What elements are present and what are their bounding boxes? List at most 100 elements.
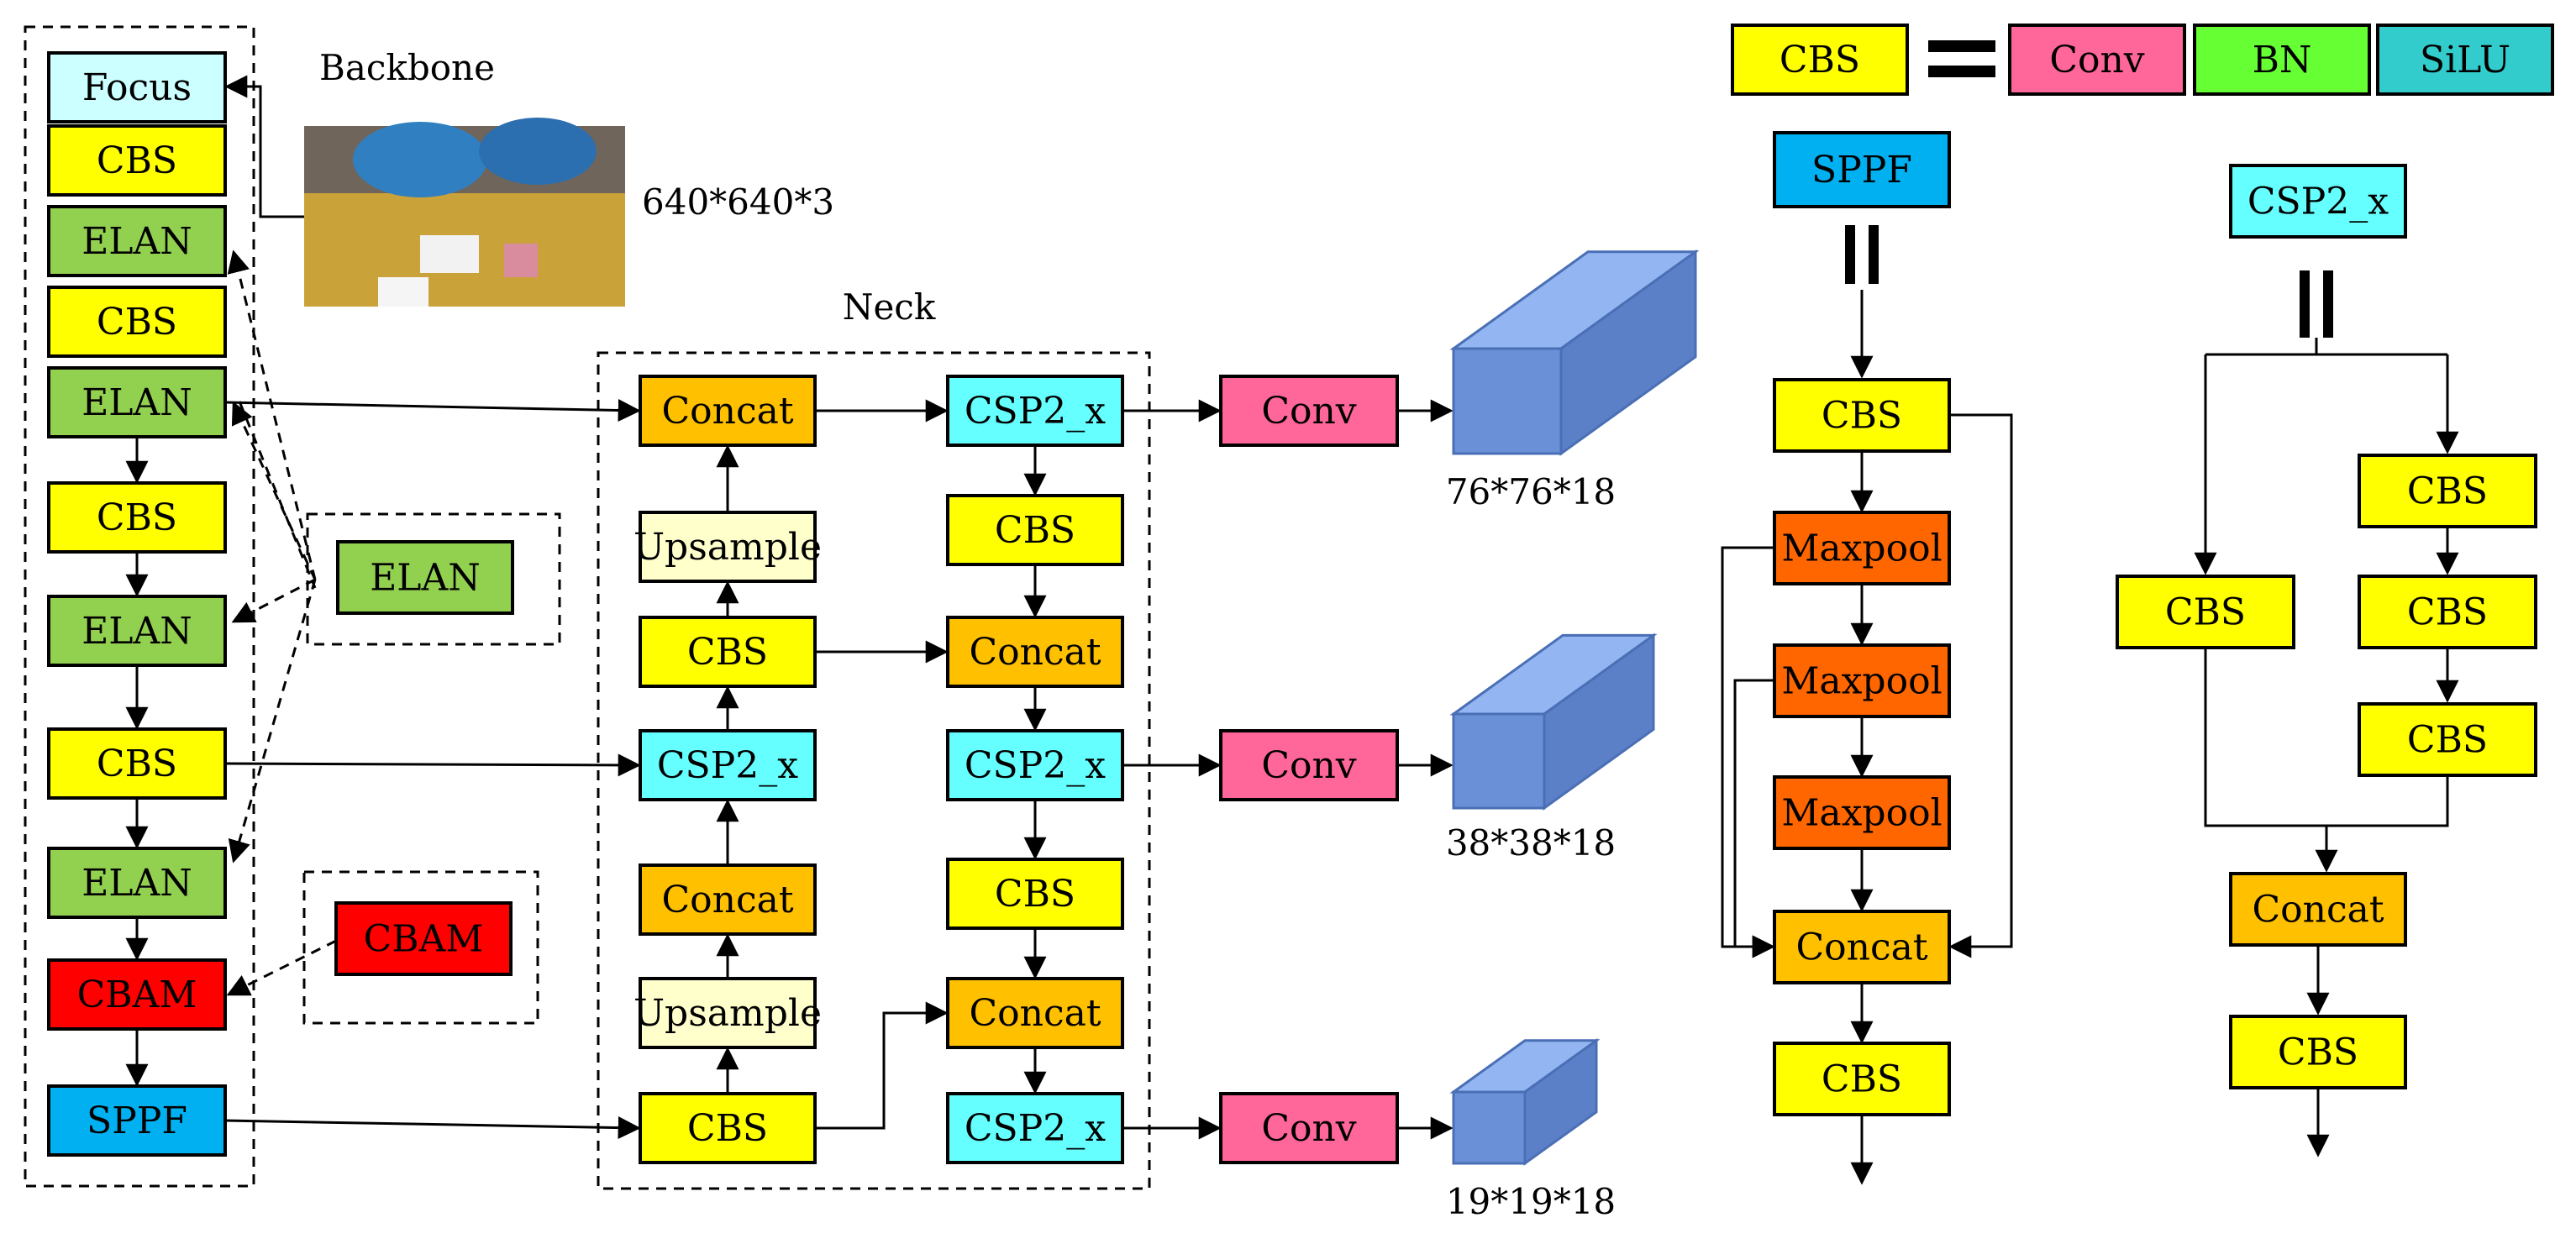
neck-link-arrow: [815, 1001, 949, 1130]
sppf-detail-title: SPPF: [1773, 131, 1951, 208]
svg-text:CBS: CBS: [1822, 1058, 1902, 1101]
input-to-focus-arrow: [224, 75, 304, 218]
svg-text:Upsample: Upsample: [633, 992, 822, 1035]
sppf-maxpool-link: [1721, 546, 1775, 958]
output-tensor-large: [1449, 249, 1700, 456]
neck-col1-upsample-5: Upsample: [633, 977, 822, 1049]
backbone-cbs-5: CBS: [47, 481, 227, 554]
svg-text:Upsample: Upsample: [633, 526, 822, 569]
definition-cbs-block: CBS: [1731, 24, 1909, 96]
csp-detail-title: CSP2_x: [2229, 164, 2407, 239]
svg-text:Concat: Concat: [969, 631, 1101, 674]
svg-text:CBS: CBS: [2407, 719, 2488, 762]
svg-text:Maxpool: Maxpool: [1781, 528, 1942, 570]
svg-text:SPPF: SPPF: [87, 1100, 187, 1142]
svg-text:SPPF: SPPF: [1811, 149, 1912, 192]
backbone-title: Backbone: [319, 47, 495, 88]
neck-col2-csp2-x-6: CSP2_x: [946, 1092, 1124, 1164]
svg-text:SiLU: SiLU: [2420, 39, 2510, 81]
sppf-maxpool-3: Maxpool: [1773, 775, 1951, 850]
backbone-cbs-3: CBS: [47, 286, 227, 358]
neck-col2-cbs-1: CBS: [946, 494, 1124, 566]
svg-text:Concat: Concat: [969, 992, 1101, 1035]
head-conv-2: Conv: [1219, 1092, 1399, 1164]
svg-text:CBS: CBS: [995, 873, 1075, 916]
sppf-equals-left: [1845, 225, 1855, 284]
backbone-cbs-1: CBS: [47, 124, 227, 197]
neck-col1-concat-4: Concat: [639, 863, 817, 936]
backbone-cbam-9: CBAM: [47, 958, 227, 1031]
definition-conv-block: Conv: [2008, 24, 2186, 96]
svg-text:ELAN: ELAN: [81, 381, 192, 424]
svg-text:CBAM: CBAM: [364, 918, 484, 961]
svg-text:CSP2_x: CSP2_x: [965, 390, 1106, 433]
input-image: [304, 118, 625, 307]
neck-col2-concat-2: Concat: [946, 616, 1124, 688]
svg-text:Conv: Conv: [1261, 390, 1356, 433]
elan-legend-pointer-3: [228, 579, 317, 863]
svg-text:CBS: CBS: [2407, 591, 2488, 634]
backbone-elan-6: ELAN: [47, 595, 227, 667]
svg-text:ELAN: ELAN: [81, 862, 192, 905]
equals-sign-bottom: [1928, 66, 1995, 77]
svg-text:Concat: Concat: [661, 879, 793, 921]
svg-text:ELAN: ELAN: [370, 557, 481, 600]
neck-col1-cbs-6: CBS: [639, 1092, 817, 1164]
backbone-elan-4: ELAN: [47, 366, 227, 438]
sppf-equals-right: [1869, 225, 1879, 284]
sppf-maxpool-1: Maxpool: [1773, 511, 1951, 585]
neck-col1-concat-0: Concat: [639, 375, 817, 447]
backbone-elan-2: ELAN: [47, 205, 227, 277]
neck-col2-csp2-x-3: CSP2_x: [946, 729, 1124, 801]
backbone-cbs-7: CBS: [47, 727, 227, 800]
backbone-elan-8: ELAN: [47, 847, 227, 919]
neck-col2-concat-5: Concat: [946, 977, 1124, 1049]
sppf-cbs-0: CBS: [1773, 378, 1951, 453]
sppf-cbs-5: CBS: [1773, 1042, 1951, 1116]
svg-text:CBS: CBS: [2278, 1031, 2358, 1074]
svg-text:Conv: Conv: [1261, 1107, 1356, 1150]
backbone-to-neck-arrow: [224, 399, 641, 423]
output-tensor-medium: [1449, 632, 1658, 811]
svg-text:CBS: CBS: [1780, 39, 1860, 81]
output-size-1: 38*38*18: [1446, 822, 1616, 863]
svg-text:CBS: CBS: [687, 1107, 768, 1150]
svg-text:CSP2_x: CSP2_x: [657, 744, 798, 787]
sppf-maxpool-2: Maxpool: [1773, 643, 1951, 718]
backbone-focus-0: Focus: [47, 51, 227, 123]
svg-text:Conv: Conv: [2049, 39, 2144, 81]
elan-legend-pointer-0: [227, 249, 317, 580]
csp-right-cbs-1: CBS: [2358, 575, 2537, 649]
svg-text:CSP2_x: CSP2_x: [965, 744, 1106, 787]
elan-legend-pointer-4: [238, 401, 317, 589]
svg-text:Conv: Conv: [1261, 744, 1356, 787]
sppf-concat-4: Concat: [1773, 910, 1951, 984]
svg-text:CBS: CBS: [2407, 470, 2488, 513]
backbone-sppf-10: SPPF: [47, 1084, 227, 1157]
input-size-label: 640*640*3: [642, 181, 834, 223]
output-size-2: 19*19*18: [1446, 1181, 1616, 1222]
svg-text:CBS: CBS: [1822, 395, 1902, 438]
svg-text:Concat: Concat: [2252, 889, 2384, 932]
svg-text:ELAN: ELAN: [81, 610, 192, 653]
svg-text:Maxpool: Maxpool: [1781, 660, 1942, 703]
svg-text:CBS: CBS: [97, 496, 177, 539]
svg-text:BN: BN: [2253, 39, 2312, 81]
backbone-to-neck-arrow: [224, 753, 641, 777]
csp-right-cbs-0: CBS: [2358, 454, 2537, 528]
elan-legend-block: ELAN: [336, 540, 514, 615]
svg-text:CSP2_x: CSP2_x: [965, 1107, 1106, 1150]
head-conv-0: Conv: [1219, 375, 1399, 447]
csp-concat: Concat: [2229, 872, 2407, 947]
definition-bn-block: BN: [2193, 24, 2371, 96]
cbam-legend-block: CBAM: [334, 901, 513, 976]
svg-text:CSP2_x: CSP2_x: [2247, 181, 2389, 223]
elan-legend-frame: [306, 512, 561, 646]
neck-frame: [597, 351, 1151, 1190]
neck-col2-csp2-x-0: CSP2_x: [946, 375, 1124, 447]
csp-out-cbs: CBS: [2229, 1015, 2407, 1089]
elan-legend-pointer-2: [231, 578, 316, 623]
csp-equals-right: [2323, 270, 2333, 338]
cbam-legend-pointer: [226, 939, 337, 996]
svg-text:Maxpool: Maxpool: [1781, 792, 1942, 835]
